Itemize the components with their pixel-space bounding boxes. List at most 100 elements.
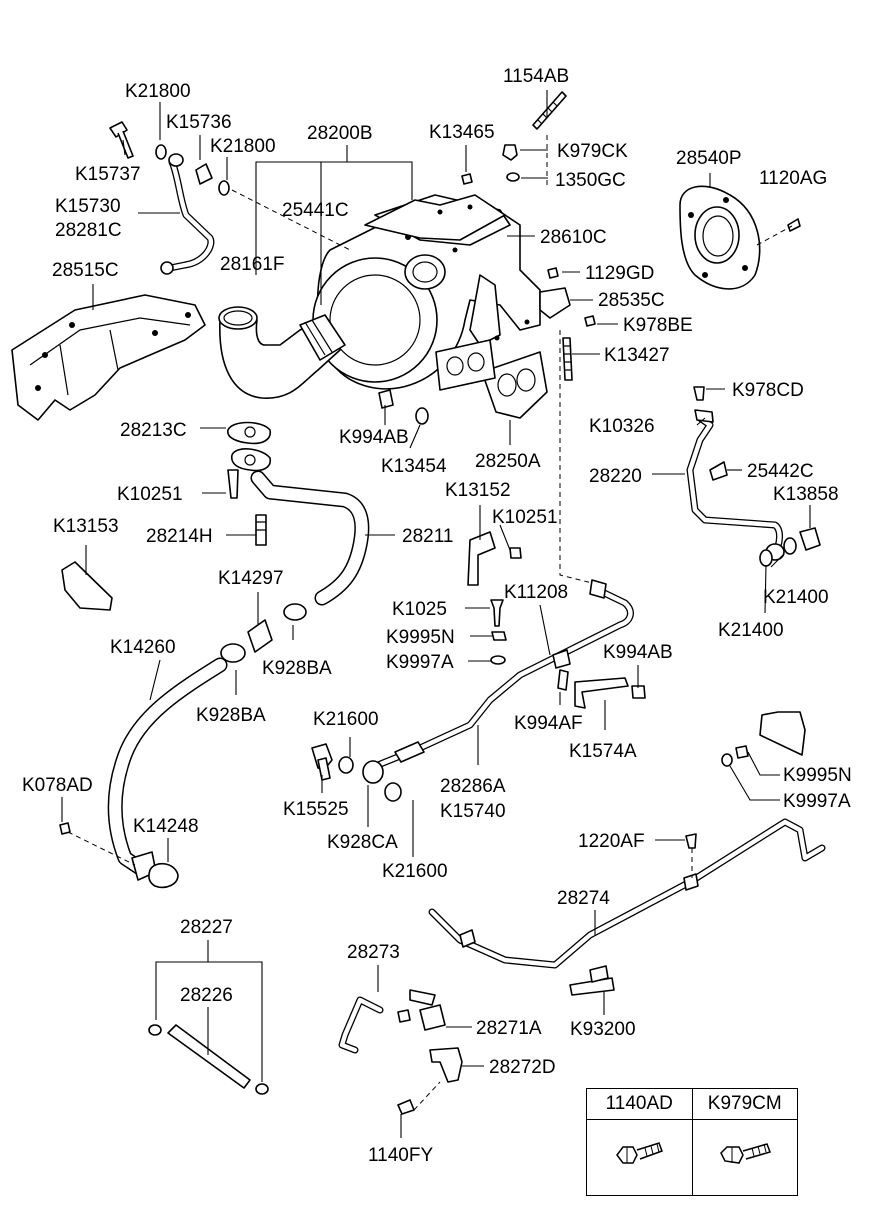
label-k9995n-b: K9995N <box>783 765 852 786</box>
label-k928ca: K928CA <box>327 832 398 853</box>
label-k10251-b: K10251 <box>492 507 558 528</box>
label-1140fy: 1140FY <box>368 1145 433 1166</box>
legend-cell-k979cm <box>691 1119 798 1196</box>
label-k978cd: K978CD <box>732 380 804 401</box>
label-28540p: 28540P <box>676 148 742 169</box>
label-28227: 28227 <box>180 917 233 938</box>
nut-k994ab-a <box>378 389 394 409</box>
label-k15740: K15740 <box>440 801 506 822</box>
label-28272d: 28272D <box>489 1057 556 1078</box>
label-25441c: 25441C <box>282 200 349 221</box>
label-1129gd: 1129GD <box>585 263 654 284</box>
bolt-legend-table: 1140AD K979CM <box>586 1088 798 1196</box>
label-k21400-b: K21400 <box>718 620 784 641</box>
bracket-k13152 <box>467 531 496 586</box>
legend-header-1140ad: 1140AD <box>586 1088 693 1120</box>
label-k14260: K14260 <box>110 637 176 658</box>
label-28271a: 28271A <box>476 1018 542 1039</box>
bolt-k1025 <box>490 599 504 627</box>
label-k1574a: K1574A <box>569 741 637 762</box>
label-28213c: 28213C <box>120 420 187 441</box>
part-labels: 1154AB K21800 K15736 K21800 28200B K1346… <box>22 66 852 1166</box>
gasket-k14248 <box>148 862 179 889</box>
label-1120ag: 1120AG <box>759 168 827 189</box>
bolt-k078ad <box>59 822 71 835</box>
label-28515c: 28515C <box>52 260 119 281</box>
label-28281c: 28281C <box>55 220 122 241</box>
bolt-k10251-b <box>509 547 522 559</box>
label-k9995n-a: K9995N <box>386 627 455 648</box>
label-k15730: K15730 <box>55 196 121 217</box>
label-k10251-a: K10251 <box>117 484 183 505</box>
bolt-k13858 <box>799 527 821 551</box>
bolt-1140ad-icon <box>616 1141 664 1164</box>
bracket-28272d <box>429 1047 463 1083</box>
label-k15736: K15736 <box>166 112 232 133</box>
washer-k21400-a <box>759 549 773 567</box>
label-28273: 28273 <box>347 942 400 963</box>
label-k13153: K13153 <box>53 516 119 537</box>
valve-28271a <box>397 989 446 1031</box>
oil-return-hose-k14260 <box>107 657 228 881</box>
bracket-k13153 <box>61 561 113 611</box>
label-k13465: K13465 <box>429 122 495 143</box>
label-k14297: K14297 <box>218 568 284 589</box>
washer-k21600-b <box>384 782 402 802</box>
label-k9997a-b: K9997A <box>783 791 851 812</box>
nut-k13465 <box>461 173 473 185</box>
label-28220: 28220 <box>589 466 642 487</box>
intake-elbow-28161f <box>218 306 346 399</box>
label-k9997a-a: K9997A <box>386 652 454 673</box>
label-k994ab-b: K994AB <box>603 642 673 663</box>
label-28214h: 28214H <box>146 526 213 547</box>
label-k13454: K13454 <box>381 456 447 477</box>
clamp-28227-a <box>148 1024 162 1036</box>
gasket-28250a <box>481 351 548 419</box>
bolt-k979ck <box>502 144 518 161</box>
label-28286a: 28286A <box>440 776 506 797</box>
clip-k1574a <box>574 677 629 709</box>
label-1350gc: 1350GC <box>555 170 626 191</box>
gasket-28540p <box>679 185 761 290</box>
label-1154ab: 1154AB <box>503 66 569 87</box>
leader-lines <box>61 90 811 1138</box>
hose-k14297 <box>247 619 273 653</box>
heat-shield-28610c <box>364 194 506 241</box>
label-k21600-a: K21600 <box>313 709 379 730</box>
washer-1350gc <box>506 172 520 182</box>
washer-k9997a-a <box>490 655 506 665</box>
bracket-28535c <box>539 287 571 319</box>
label-28535c: 28535C <box>598 290 665 311</box>
label-k978be: K978BE <box>623 315 693 336</box>
label-k21400-a: K21400 <box>763 587 829 608</box>
banjo-k15736 <box>195 163 213 185</box>
label-k979ck: K979CK <box>557 141 628 162</box>
clamp-28227-b <box>255 1083 269 1095</box>
washer-k9997a-b <box>721 753 733 767</box>
label-28211: 28211 <box>402 526 453 547</box>
oil-drain-pipe-28211 <box>230 448 370 606</box>
label-1220af: 1220AF <box>578 831 645 852</box>
washer-k13454 <box>415 407 429 425</box>
washer-k21600-a <box>338 756 354 774</box>
label-k994ab-a: K994AB <box>339 427 409 448</box>
label-k928ba-a: K928BA <box>262 658 332 679</box>
bolt-k978cd <box>693 386 705 401</box>
label-28610c: 28610C <box>540 227 607 248</box>
legend-header-k979cm: K979CM <box>691 1088 798 1120</box>
stud-1154ab <box>532 91 567 130</box>
washer-k21400-b <box>783 537 797 555</box>
label-k13858: K13858 <box>773 484 839 505</box>
bolt-k979cm-icon <box>719 1142 771 1164</box>
label-k11208: K11208 <box>504 582 568 603</box>
label-25442c: 25442C <box>747 461 814 482</box>
oil-feed-line-28286a <box>362 579 634 784</box>
bolt-k10251-a <box>227 469 239 499</box>
label-k21800-a: K21800 <box>125 81 191 102</box>
nut-k9995n-a <box>491 631 507 641</box>
nut-k9995n-b <box>735 745 749 759</box>
washer-k21800-b <box>218 180 230 196</box>
label-k928ba-b: K928BA <box>196 705 266 726</box>
bolt-1129gd <box>547 267 559 279</box>
